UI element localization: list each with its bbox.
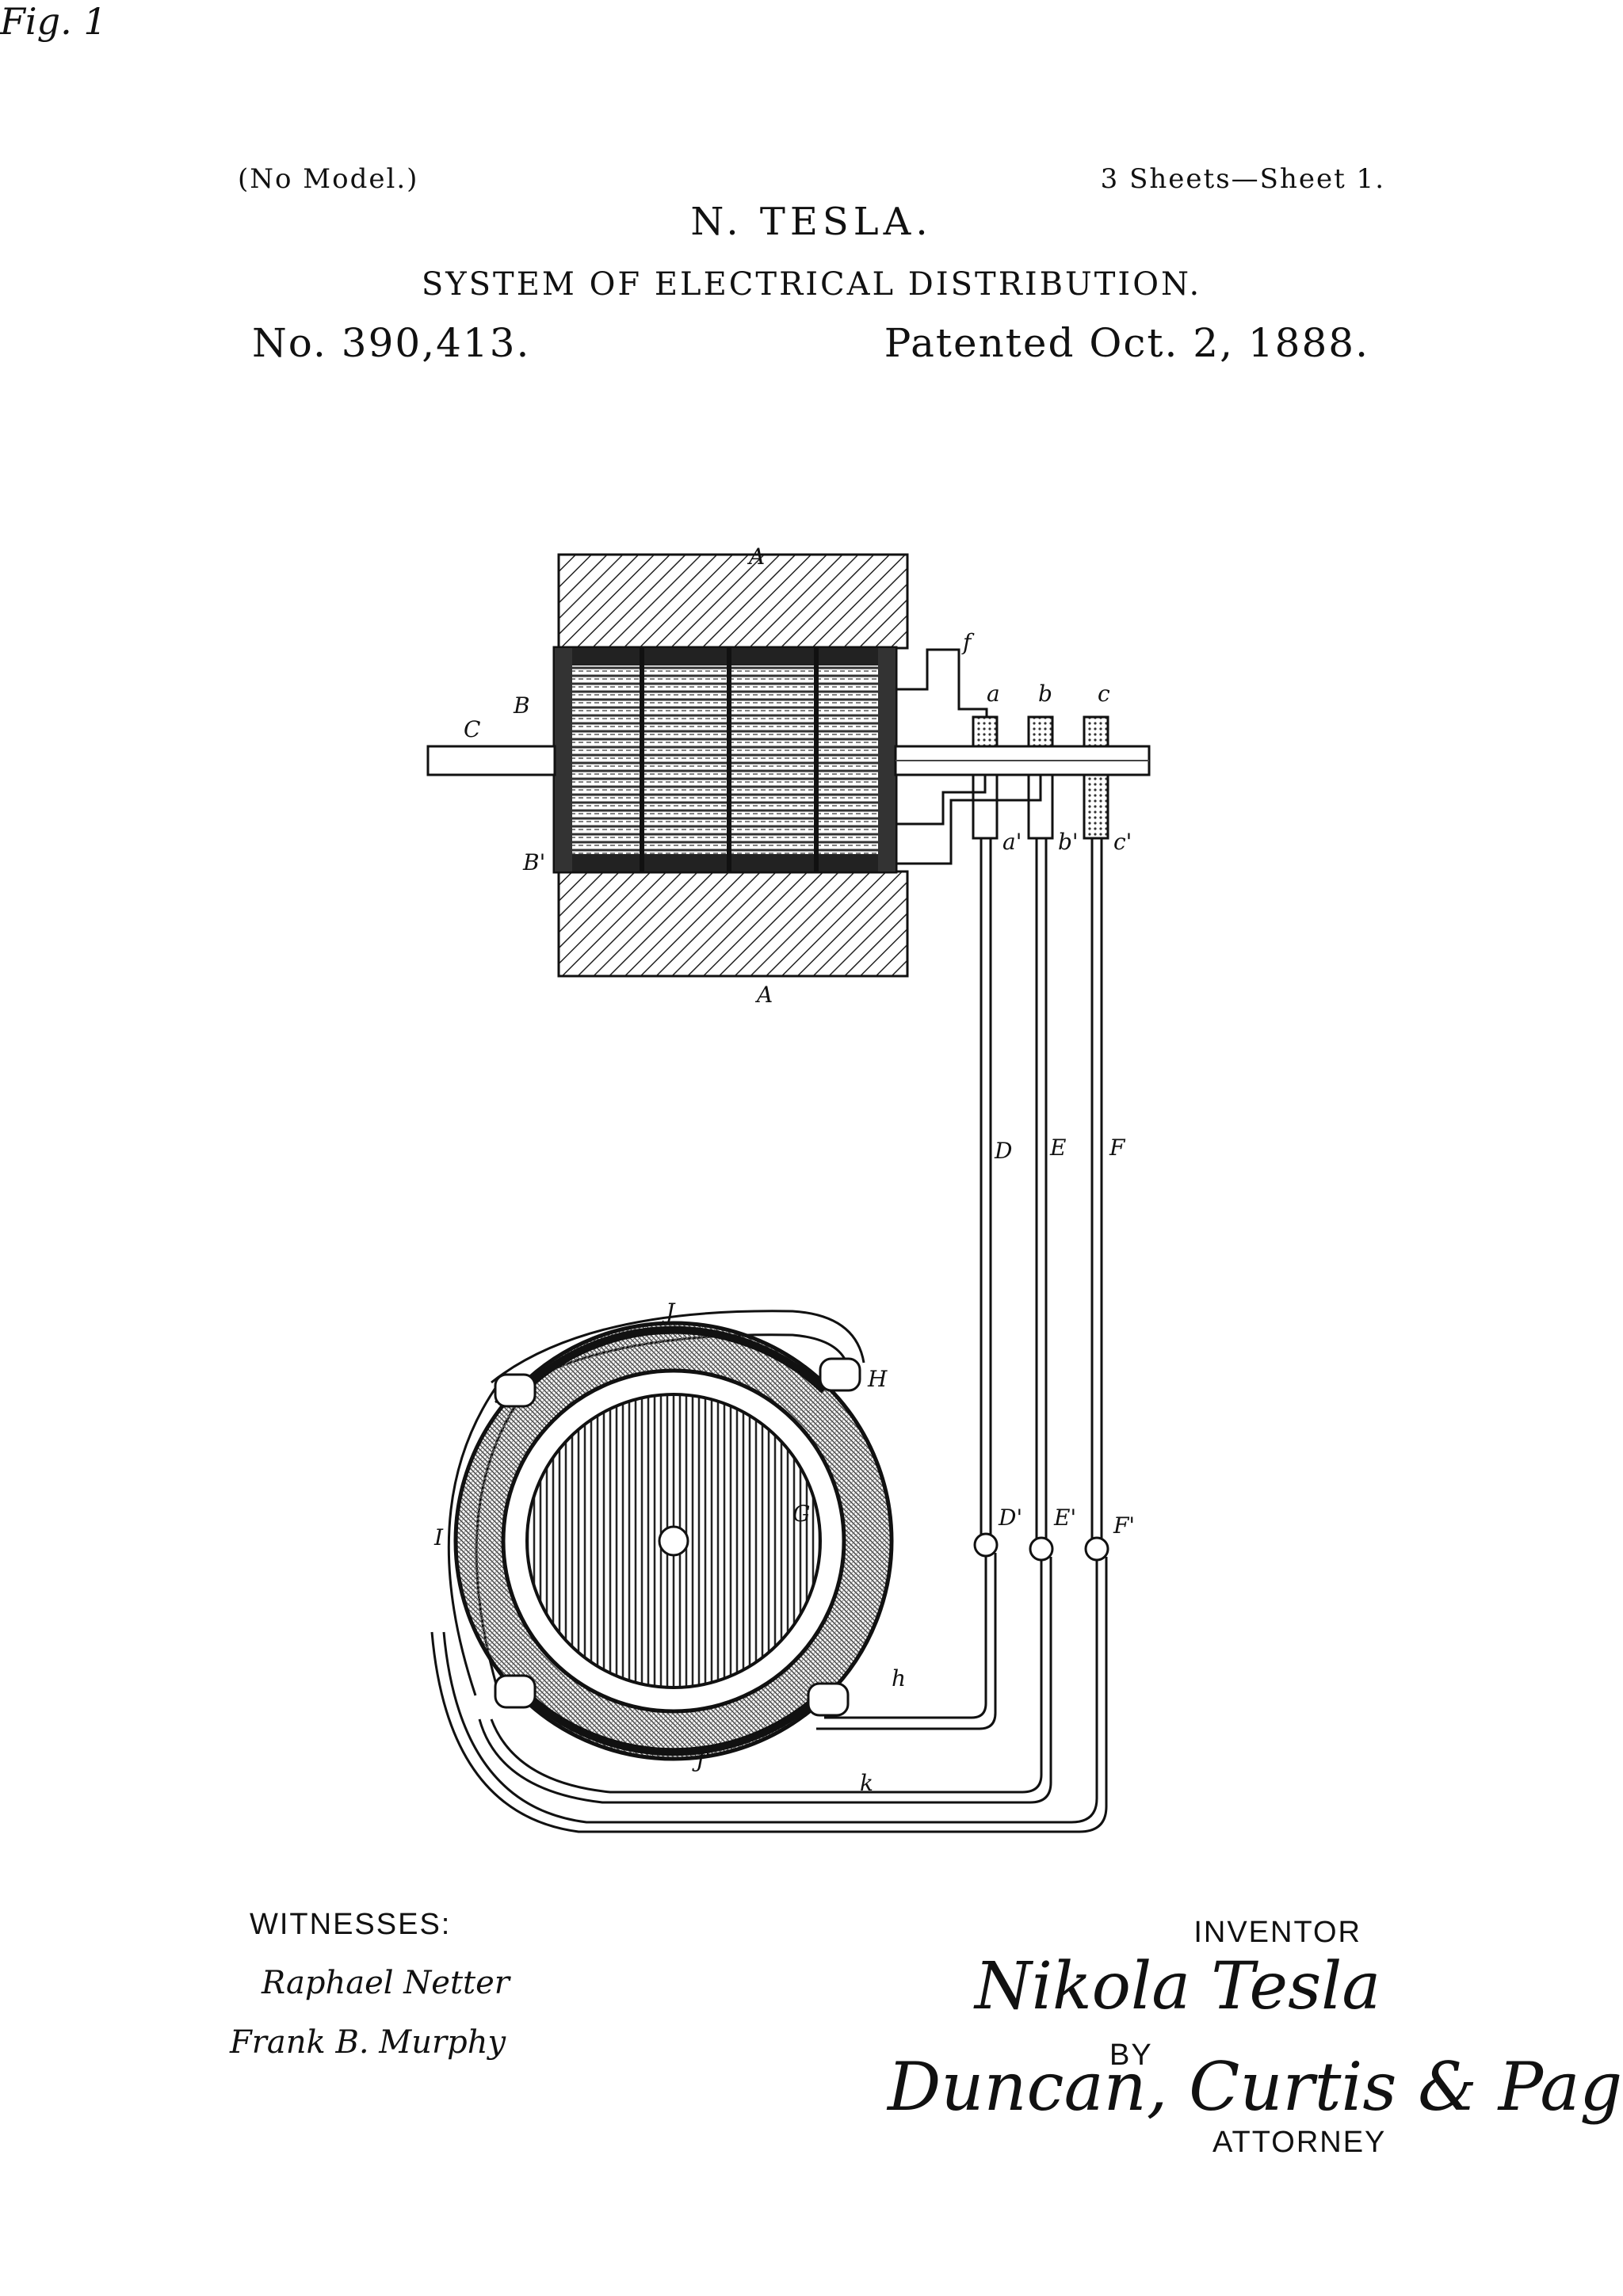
ref-d: D: [994, 1138, 1012, 1164]
ref-j1: J': [692, 1746, 711, 1772]
wire-d: [980, 838, 992, 1541]
binding-post-f: [1084, 1536, 1109, 1562]
ref-f: f: [961, 629, 975, 655]
ref-b: B: [513, 692, 530, 719]
brush-c: [1083, 773, 1109, 840]
ref-c1: c': [1113, 829, 1132, 855]
collector-ring-a: [972, 715, 999, 748]
ref-b1-lower: b': [1058, 829, 1079, 855]
ref-b1: B': [522, 849, 545, 875]
ref-i: I: [433, 1524, 444, 1550]
ref-k: k: [860, 1770, 873, 1796]
ref-e1: E': [1053, 1505, 1076, 1531]
sheet-count: 3 Sheets—Sheet 1.: [1100, 163, 1385, 195]
ref-b-lower: b: [1038, 681, 1052, 707]
armature-core: [552, 646, 898, 874]
binding-post-e: [1029, 1536, 1054, 1562]
ref-a1: a': [1002, 829, 1022, 855]
witness-signature-2: Frank B. Murphy: [230, 2024, 506, 2061]
field-frame-bottom: [557, 870, 909, 978]
no-model-note: (No Model.): [238, 163, 419, 195]
inventor-signature: Nikola Tesla: [975, 1949, 1381, 2024]
motor: [447, 1310, 894, 1761]
attorney-signature: Duncan, Curtis & Page: [888, 2048, 1623, 2126]
by-label: BY: [1109, 2039, 1153, 2072]
ref-h-lower: h: [892, 1665, 906, 1691]
ref-j: J: [662, 1299, 676, 1325]
shaft: [426, 745, 556, 776]
wire-f: [1090, 838, 1103, 1545]
ref-c: C: [464, 716, 480, 742]
ref-c-lower: c: [1098, 681, 1110, 707]
patent-number: No. 390,413.: [252, 320, 531, 366]
wire-e: [1035, 838, 1048, 1545]
ref-e: E: [1049, 1135, 1066, 1161]
ref-g: G: [792, 1501, 810, 1527]
inventor-label: INVENTOR: [1193, 1916, 1361, 1949]
ref-f1: F': [1113, 1512, 1135, 1539]
attorney-label: ATTORNEY: [1212, 2126, 1387, 2159]
ref-d1: D': [998, 1505, 1022, 1531]
line-wires: [430, 838, 1108, 1833]
ref-a: a: [987, 681, 1000, 707]
witness-signature-1: Raphael Netter: [262, 1965, 510, 2001]
patent-title: SYSTEM OF ELECTRICAL DISTRIBUTION.: [421, 266, 1202, 303]
witnesses-label: WITNESSES:: [250, 1908, 452, 1941]
ref-f-upper: F: [1109, 1135, 1126, 1161]
ref-a-bottom: A: [754, 982, 773, 1008]
binding-post-d: [973, 1532, 999, 1558]
ref-a-top: A: [747, 543, 765, 570]
motor-shaft: [658, 1525, 689, 1557]
collector-ring-b: [1027, 715, 1054, 748]
field-frame-top: [557, 553, 909, 650]
inventor-name-heading: N. TESLA.: [690, 200, 933, 244]
generator: [426, 553, 1151, 978]
patented-date: Patented Oct. 2, 1888.: [884, 320, 1369, 366]
collector-ring-c: [1083, 715, 1109, 748]
ref-h: H: [867, 1366, 888, 1392]
figure-label: Fig. 1: [0, 0, 107, 43]
